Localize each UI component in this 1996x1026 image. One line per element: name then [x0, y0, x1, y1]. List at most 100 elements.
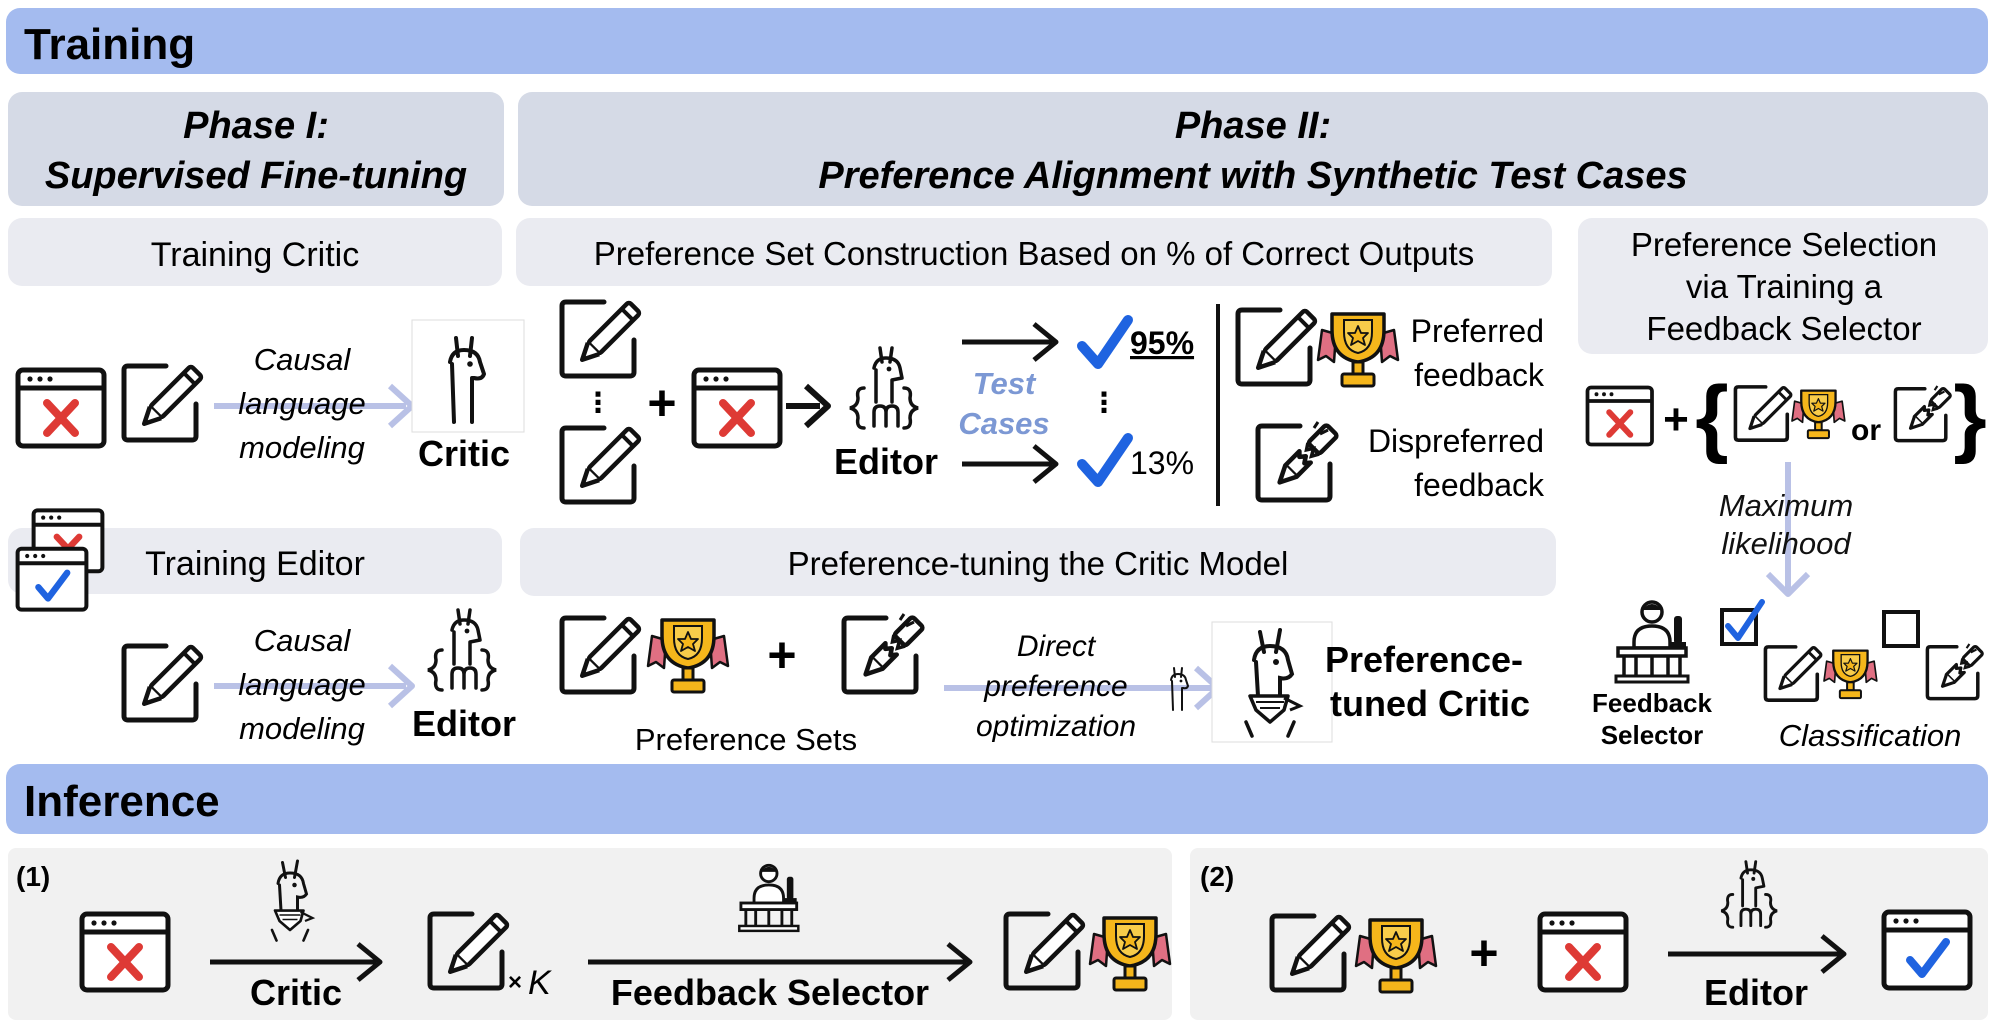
selector-brace-close: }	[1953, 369, 1986, 465]
selector-title-2: via Training a	[1686, 268, 1883, 305]
inf1-buggy-code-icon	[82, 914, 168, 990]
panel2-label: (2)	[1200, 861, 1234, 892]
pset-plus: +	[647, 375, 676, 431]
inf1-k: K	[528, 964, 552, 1002]
critic-llama-frame	[411, 319, 525, 433]
pset-dots-right: ⋮	[1090, 387, 1118, 418]
inf1-times: ×	[508, 969, 522, 996]
selector-arrow-head	[1765, 571, 1811, 597]
preferred-line1: Preferred	[1411, 313, 1544, 349]
editor-feedback-pencil-icon	[124, 646, 202, 720]
classification-label: Classification	[1779, 718, 1962, 753]
inference-title: Inference	[24, 777, 220, 826]
phase1-line2: Supervised Fine-tuning	[45, 155, 467, 197]
training-editor-header	[8, 528, 502, 594]
selector-broken-pencil-icon	[1893, 384, 1953, 443]
selector-brace-open: {	[1695, 369, 1728, 465]
ptune-broken-pencil-icon	[844, 614, 924, 692]
pset-dots-left: ⋮	[584, 387, 612, 418]
editor-output-label: Editor	[412, 703, 516, 744]
selector-header	[1578, 218, 1988, 354]
top-percent: 95%	[1130, 325, 1194, 361]
checkbox-unchecked	[1882, 610, 1920, 648]
check-top-icon	[1082, 320, 1128, 364]
selector-buggy-code-icon	[1588, 388, 1653, 445]
critic-output-label: Critic	[418, 433, 510, 474]
training-critic-header	[8, 218, 502, 286]
test-cases-line2: Cases	[958, 406, 1049, 441]
test-cases-line1: Test	[973, 366, 1037, 401]
feedback-pencil-icon	[124, 366, 202, 440]
pset-top-arrow-head	[1032, 322, 1059, 362]
selector-plus: +	[1663, 395, 1689, 444]
phase1-line1: Phase I:	[183, 105, 329, 147]
check-bottom-icon	[1082, 438, 1128, 482]
preference-tuning-title: Preference-tuning the Critic Model	[788, 545, 1289, 582]
preference-set-title: Preference Set Construction Based on % o…	[594, 235, 1474, 272]
phase1-box	[8, 92, 504, 206]
editor-method-1: Causal	[254, 623, 352, 658]
dispreferred-line1: Dispreferred	[1368, 423, 1544, 459]
preferred-feedback-pencil-icon	[1238, 310, 1316, 384]
training-critic-title: Training Critic	[151, 236, 359, 274]
inf1-critic-label: Critic	[250, 972, 342, 1013]
pset-editor-icon	[848, 346, 920, 430]
dpo-line2: preference	[983, 670, 1127, 703]
tuned-critic-line2: tuned Critic	[1330, 683, 1530, 724]
buggy-code-icon	[18, 370, 104, 446]
editor-llama-icon	[426, 608, 498, 692]
arrow-editor-head	[387, 663, 415, 709]
inference-header-bar	[6, 764, 1988, 834]
panel1-label: (1)	[16, 861, 50, 892]
pset-feedback-top-icon	[562, 302, 640, 376]
preferred-line2: feedback	[1414, 357, 1545, 393]
selector-pencil-icon	[1733, 384, 1794, 442]
inf1-critic-arrow-head	[356, 942, 383, 982]
pset-arrow-head	[803, 383, 831, 429]
selector-title-3: Feedback Selector	[1646, 310, 1921, 347]
pset-buggy-code-icon	[694, 370, 780, 446]
max-likelihood-line2: likelihood	[1721, 526, 1852, 561]
selector-label-1: Feedback	[1592, 688, 1712, 718]
preference-sets-label: Preference Sets	[635, 722, 857, 757]
selector-title-1: Preference Selection	[1631, 226, 1937, 263]
training-title: Training	[24, 20, 195, 69]
dpo-line3: optimization	[976, 710, 1136, 743]
inf1-selector-label: Feedback Selector	[611, 972, 929, 1013]
classify-pencil-icon	[1763, 644, 1824, 702]
pset-editor-label: Editor	[834, 441, 938, 482]
phase2-line2: Preference Alignment with Synthetic Test…	[818, 155, 1687, 197]
inf2-editor-arrow-head	[1820, 934, 1847, 974]
checkbox-check-icon	[1725, 599, 1765, 641]
preference-tuning-header	[520, 528, 1556, 596]
ptune-plus: +	[767, 627, 796, 683]
editor-fixed-code-icon	[18, 549, 87, 610]
inf2-buggy-code-icon	[1540, 914, 1626, 990]
training-header-bar	[6, 8, 1988, 74]
selector-trophy-icon	[1790, 389, 1846, 440]
phase2-line1: Phase II:	[1175, 105, 1331, 147]
training-editor-title: Training Editor	[145, 545, 365, 583]
selector-label-2: Selector	[1601, 720, 1704, 750]
ptune-pencil-icon	[562, 618, 640, 692]
editor-method-2: language	[238, 667, 366, 702]
phase2-box	[518, 92, 1988, 206]
dispreferred-broken-pencil-icon	[1258, 422, 1338, 500]
preferred-trophy-icon	[1316, 312, 1400, 388]
inf2-fixed-code-icon	[1884, 912, 1970, 988]
inf1-selector-arrow-head	[946, 942, 973, 982]
pset-feedback-bottom-icon	[562, 428, 640, 502]
tuned-critic-frame	[1211, 621, 1333, 743]
feedback-selector-judge-icon	[1614, 600, 1690, 684]
inf2-editor-label: Editor	[1704, 972, 1808, 1013]
classify-trophy-icon	[1822, 649, 1878, 700]
ptune-trophy-icon	[646, 618, 730, 694]
critic-method-3: modeling	[239, 430, 365, 465]
tuned-critic-line1: Preference-	[1325, 639, 1523, 680]
pset-bottom-arrow-head	[1032, 444, 1059, 484]
max-likelihood-line1: Maximum	[1719, 488, 1853, 523]
inference-panel-1	[8, 848, 1172, 1020]
classify-broken-pencil-icon	[1925, 642, 1985, 701]
critic-method-2: language	[238, 386, 366, 421]
